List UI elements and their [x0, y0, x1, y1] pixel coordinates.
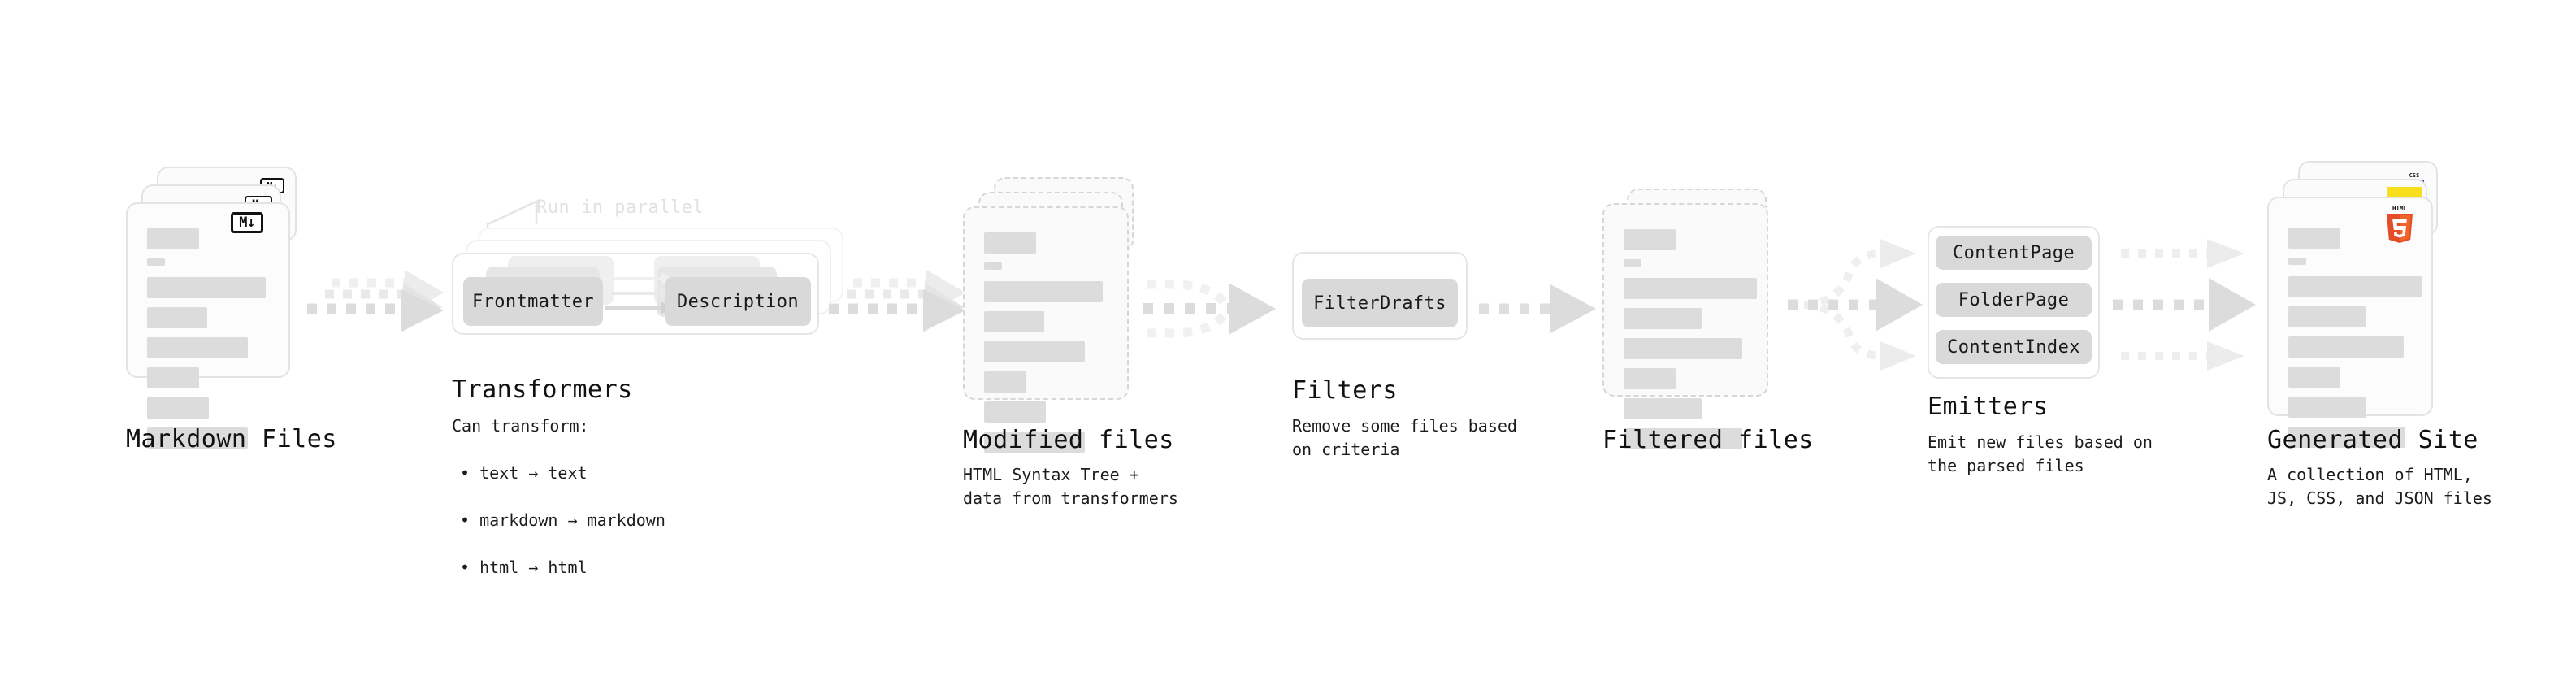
run-in-parallel-label: Run in parallel	[536, 197, 705, 218]
placeholder-bar	[2288, 367, 2340, 388]
placeholder-bar	[2288, 336, 2404, 358]
placeholder-bar	[147, 337, 248, 358]
placeholder-bar	[2288, 306, 2366, 327]
chip-label: ContentIndex	[1947, 336, 2080, 358]
emitter-chip-folderpage[interactable]: FolderPage	[1936, 283, 2092, 317]
stage-title-modified-files: Modified files	[963, 426, 1174, 454]
stage-title-emitters: Emitters	[1928, 393, 2049, 421]
placeholder-bar	[1624, 259, 1641, 267]
markdown-badge-front: M↓	[231, 212, 263, 233]
arrow-transformers-to-modified	[829, 270, 965, 332]
transformers-subtitle: Can transform:	[452, 416, 589, 436]
placeholder-bar	[2288, 397, 2366, 418]
svg-text:HTML: HTML	[2392, 205, 2408, 212]
arrow-markdown-to-transformers	[307, 270, 444, 332]
bullet-item: • html → html	[460, 556, 752, 579]
placeholder-bar	[984, 262, 1002, 270]
svg-text:CSS: CSS	[2409, 172, 2420, 179]
placeholder-bar	[1624, 229, 1676, 250]
stage-title-transformers: Transformers	[452, 375, 633, 404]
chip-label: FolderPage	[1958, 289, 2070, 310]
stage-title-markdown-files: Markdown Files	[126, 425, 337, 453]
emitter-chip-contentindex[interactable]: ContentIndex	[1936, 330, 2092, 364]
placeholder-bar	[1624, 428, 1742, 449]
placeholder-bar	[1624, 398, 1702, 419]
placeholder-bar	[147, 397, 209, 419]
stage-title-filters: Filters	[1292, 376, 1398, 405]
emitter-chip-contentpage[interactable]: ContentPage	[1936, 236, 2092, 270]
stage-title-generated-site: Generated Site	[2267, 426, 2478, 454]
placeholder-bar	[984, 371, 1026, 393]
modified-files-subtitle: HTML Syntax Tree + data from transformer…	[963, 465, 1178, 508]
placeholder-bar	[2288, 258, 2306, 265]
transformer-chip-description[interactable]: Description	[665, 277, 811, 326]
chip-label: FilterDrafts	[1313, 293, 1446, 314]
html5-icon: HTML	[2387, 205, 2413, 243]
site-card-content	[2288, 228, 2422, 457]
placeholder-bar	[2288, 276, 2422, 297]
stage-title-filtered-files: Filtered files	[1602, 426, 1814, 454]
filters-subtitle: Remove some files based on criteria	[1292, 416, 1517, 459]
placeholder-bar	[147, 307, 207, 328]
placeholder-bar	[2288, 427, 2405, 448]
arrow-modified-to-filters	[1143, 280, 1276, 338]
placeholder-bar	[1624, 308, 1702, 329]
chip-label: ContentPage	[1952, 242, 2075, 263]
bullet-marker: •	[460, 463, 471, 483]
modified-card-front	[963, 206, 1129, 453]
placeholder-bar	[1624, 338, 1742, 359]
generated-site-subtitle: A collection of HTML, JS, CSS, and JSON …	[2267, 465, 2492, 508]
placeholder-bar	[984, 281, 1103, 302]
transformer-chip-frontmatter[interactable]: Frontmatter	[463, 277, 603, 326]
transformers-bullets: • text → text • markdown → markdown • ht…	[460, 438, 752, 603]
placeholder-bar	[147, 277, 266, 298]
placeholder-bar	[984, 311, 1044, 332]
emitters-subtitle: Emit new files based on the parsed files	[1928, 432, 2153, 475]
placeholder-bar	[1624, 368, 1676, 389]
placeholder-bar	[2288, 228, 2340, 249]
bullet-marker: •	[460, 557, 471, 577]
placeholder-bar	[147, 427, 248, 449]
markdown-card-front	[126, 202, 290, 449]
placeholder-bar	[984, 341, 1085, 362]
bullet-text: html → html	[479, 557, 588, 577]
placeholder-bar	[984, 432, 1085, 453]
bullet-item: • markdown → markdown	[460, 509, 752, 532]
chip-label: Description	[676, 291, 800, 312]
placeholder-bar	[147, 367, 199, 388]
bullet-marker: •	[460, 510, 471, 530]
filtered-card-content	[1624, 229, 1757, 458]
arrow-filtered-to-emitters	[1788, 239, 1923, 371]
chip-label: Frontmatter	[471, 291, 595, 312]
placeholder-bar	[984, 232, 1036, 254]
placeholder-bar	[1624, 278, 1757, 299]
placeholder-bar	[984, 401, 1046, 423]
placeholder-bar	[147, 258, 165, 266]
bullet-text: markdown → markdown	[479, 510, 666, 530]
filter-chip-filterdrafts[interactable]: FilterDrafts	[1302, 279, 1458, 327]
modified-card-content	[984, 232, 1109, 462]
bullet-text: text → text	[479, 463, 588, 483]
markdown-card-content	[147, 228, 271, 458]
placeholder-bar	[147, 228, 199, 249]
arrow-emitters-to-site	[2113, 239, 2256, 371]
filtered-card-front	[1602, 203, 1768, 449]
arrow-filters-to-filtered	[1479, 284, 1596, 333]
bullet-item: • text → text	[460, 462, 752, 485]
